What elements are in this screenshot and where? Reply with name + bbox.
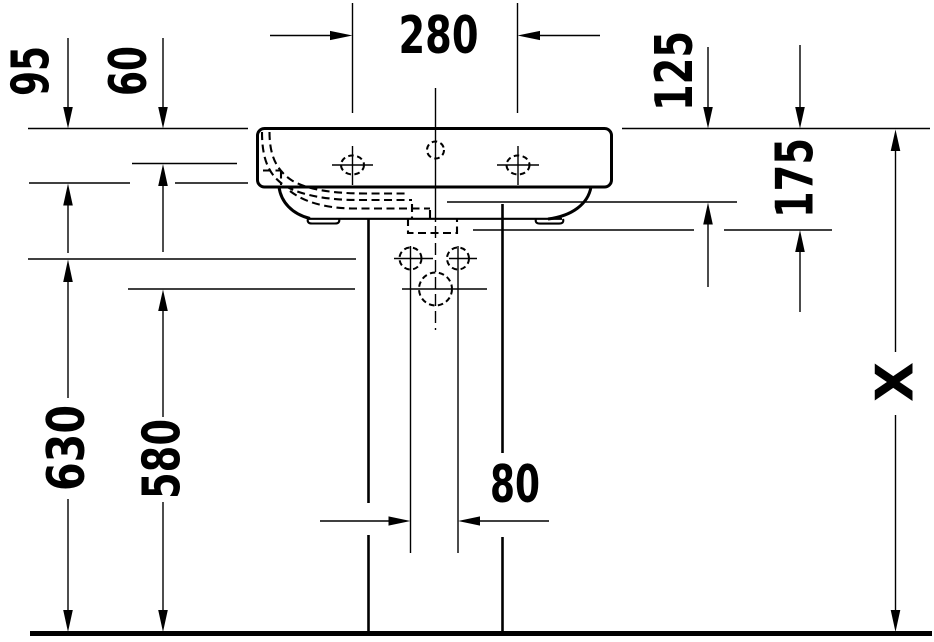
dim-label-280: 280: [399, 6, 479, 66]
dimension-lines: [67, 3, 897, 611]
basin-underside-front: [277, 186, 311, 220]
dim-label-630: 630: [37, 405, 97, 491]
dimension-arrowheads: [63, 30, 901, 632]
dim-label-95: 95: [2, 46, 62, 96]
reference-lines: [28, 127, 930, 290]
basin-foot-back: [534, 218, 565, 225]
pedestal-outline: [367, 204, 504, 632]
fixing-hole-right: [446, 246, 470, 271]
drain-recess: [406, 218, 459, 235]
dim-label-80: 80: [490, 455, 540, 515]
dim-label-580: 580: [133, 419, 193, 499]
basin-foot-front: [306, 218, 341, 225]
dimension-labels: 280 95 60 125 175 630 580 80 X: [2, 6, 926, 515]
fixing-hole-left: [398, 246, 423, 271]
basin-underside-back: [547, 186, 593, 221]
hole-crosshairs: [332, 146, 539, 185]
dim-label-175: 175: [766, 138, 826, 218]
basin-outline: [256, 127, 613, 225]
dim-label-125: 125: [645, 31, 705, 111]
basin-body: [256, 127, 613, 189]
siphon-outlet: [418, 271, 453, 307]
dim-label-60: 60: [99, 46, 159, 96]
tap-hole-markers: [332, 140, 539, 307]
dim-label-x: X: [866, 362, 926, 402]
hidden-detail-lines: [260, 131, 459, 235]
